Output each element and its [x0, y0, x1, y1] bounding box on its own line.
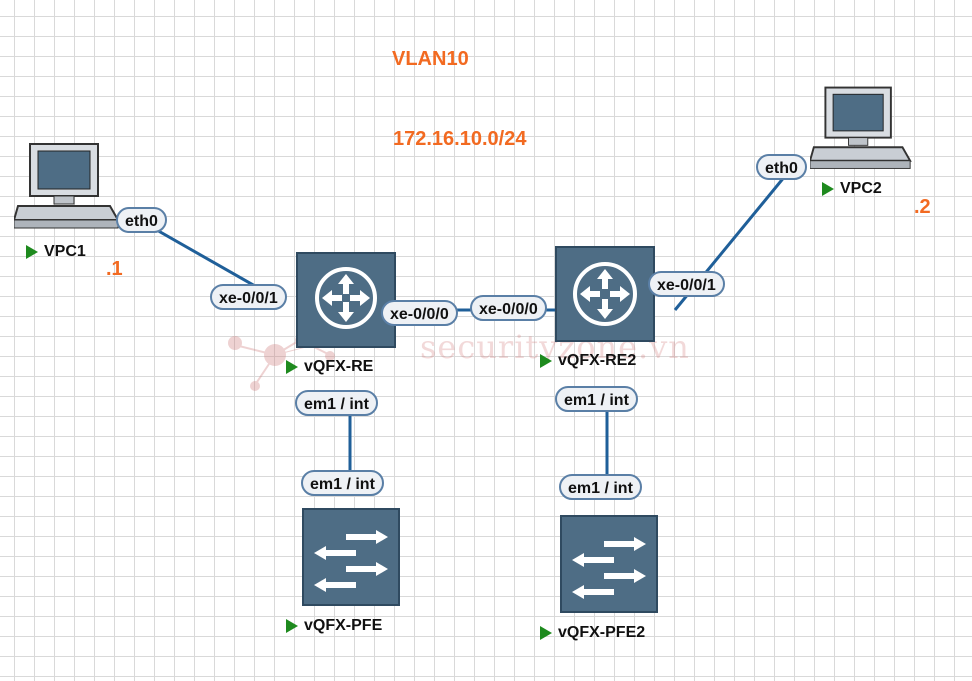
re2-em1-port-label[interactable]: em1 / int [555, 386, 638, 412]
vqfx-re2-node-label[interactable]: vQFX-RE2 [540, 352, 636, 370]
vpc1-ip: .1 [106, 258, 123, 280]
vqfx-pfe2-node-label[interactable]: vQFX-PFE2 [540, 624, 645, 642]
vqfx-re-router-icon[interactable] [296, 252, 396, 348]
running-status-icon [540, 626, 552, 640]
vqfx-re-node-label[interactable]: vQFX-RE [286, 358, 373, 376]
vqfx-pfe-label: vQFX-PFE [304, 617, 383, 634]
re2-xe-0-0-0-port-label[interactable]: xe-0/0/0 [470, 295, 547, 321]
vpc2-label: VPC2 [840, 180, 882, 197]
vqfx-pfe2-switch-icon[interactable] [560, 514, 658, 614]
vpc2-eth0-port-label[interactable]: eth0 [756, 154, 807, 180]
vqfx-pfe2-label: vQFX-PFE2 [558, 624, 646, 641]
vqfx-re2-label: vQFX-RE2 [558, 352, 637, 369]
vqfx-pfe-node-label[interactable]: vQFX-PFE [286, 617, 382, 635]
vpc2-node-label[interactable]: VPC2 [822, 180, 882, 198]
running-status-icon [286, 619, 298, 633]
running-status-icon [540, 354, 552, 368]
pfe1-em1-port-label[interactable]: em1 / int [301, 470, 384, 496]
running-status-icon [26, 245, 38, 259]
re1-em1-port-label[interactable]: em1 / int [295, 390, 378, 416]
vpc1-node-label[interactable]: VPC1 [26, 243, 86, 261]
vqfx-re-label: vQFX-RE [304, 358, 374, 375]
vqfx-pfe-switch-icon[interactable] [302, 508, 400, 606]
pfe2-em1-port-label[interactable]: em1 / int [559, 474, 642, 500]
vlan-name: VLAN10 [392, 48, 469, 70]
running-status-icon [286, 360, 298, 374]
running-status-icon [822, 182, 834, 196]
link-vpc1-re1[interactable] [147, 223, 263, 292]
re2-xe-0-0-1-port-label[interactable]: xe-0/0/1 [648, 271, 725, 297]
vpc2-computer-icon[interactable] [810, 82, 914, 174]
vpc1-label: VPC1 [44, 243, 86, 260]
watermark-logo-icon [228, 319, 411, 391]
vlan-subnet: 172.16.10.0/24 [393, 128, 527, 150]
re1-xe-0-0-1-port-label[interactable]: xe-0/0/1 [210, 284, 287, 310]
vqfx-re2-router-icon[interactable] [555, 245, 655, 343]
vpc1-eth0-port-label[interactable]: eth0 [116, 207, 167, 233]
vpc1-computer-icon[interactable] [14, 140, 122, 232]
vpc2-ip: .2 [914, 196, 931, 218]
re1-xe-0-0-0-port-label[interactable]: xe-0/0/0 [381, 300, 458, 326]
